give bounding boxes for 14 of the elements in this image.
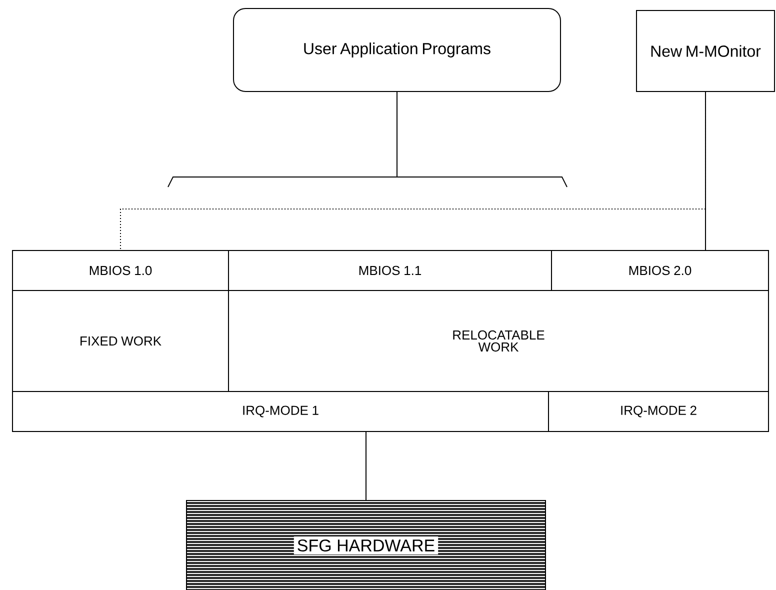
dotted-line [120,92,706,250]
table-cell: FIXED WORK [12,290,229,392]
bracket [168,176,568,188]
connector-line [396,92,398,178]
table-cell: MBIOS 1.1 [228,250,552,291]
table-cell: IRQ-MODE 1 [12,391,549,432]
table-cell: MBIOS 1.0 [12,250,229,291]
rounded-box: User Application Programs [233,8,561,92]
table-cell: IRQ-MODE 2 [548,391,769,432]
table-cell: MBIOS 2.0 [551,250,769,291]
table-cell: RELOCATABLE WORK [228,290,769,392]
hatched-box: SFG HARDWARE [186,500,546,590]
process-box: New M-MOnitor [636,10,775,92]
connector-line [705,92,706,250]
